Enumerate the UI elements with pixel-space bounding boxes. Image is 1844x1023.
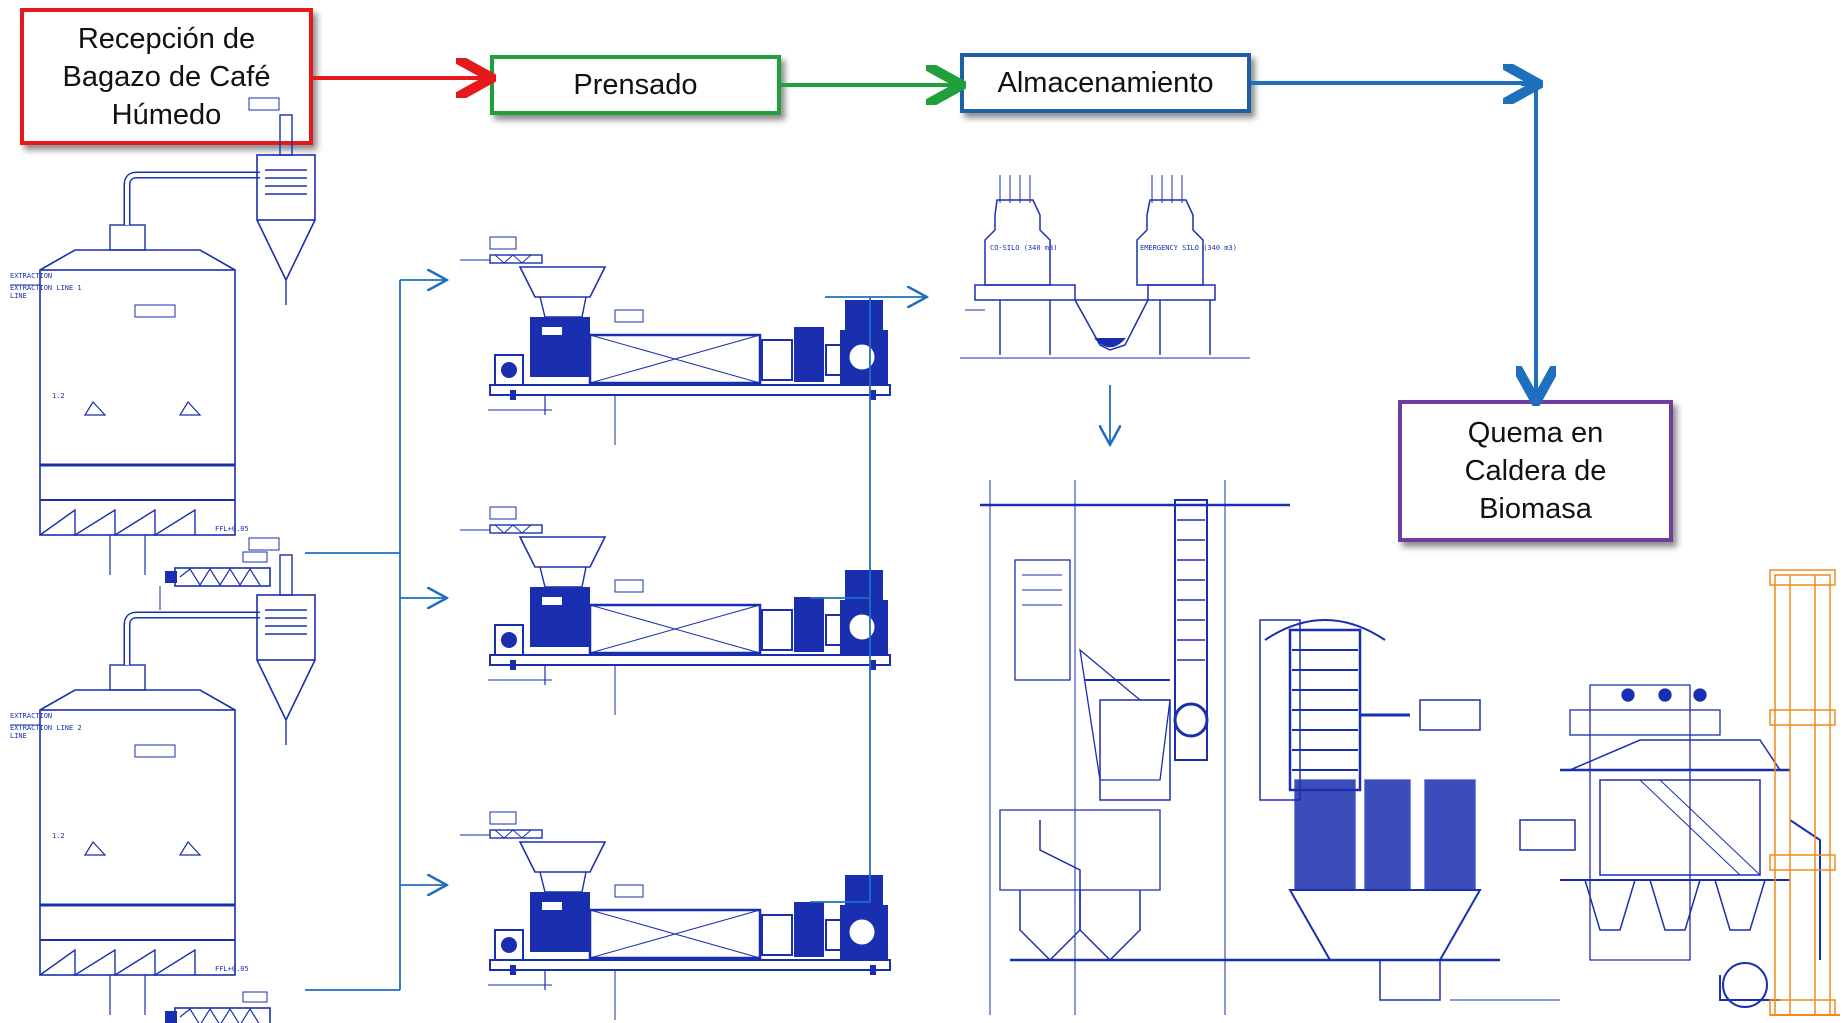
reception-box: Recepción de Bagazo de Café Húmedo: [20, 8, 313, 145]
dryer-to-press-connector: [305, 280, 445, 991]
arrow-storage-to-burning: [1251, 81, 1538, 398]
pressing-label: Prensado: [573, 69, 698, 101]
silo-drawing: [960, 175, 1250, 359]
extraction-line-1-label: EXTRACTION LINE 1: [10, 284, 82, 292]
burning-line-1: Quema en: [1467, 417, 1604, 449]
chimney-drawing: [1769, 569, 1840, 1016]
press-to-silo-connector: [810, 297, 1110, 903]
press-drawing-1: [458, 235, 892, 447]
press-drawing-2: [458, 505, 892, 717]
silo-1-label: CO-SILO (340 m3): [990, 244, 1057, 252]
dryer-drawing-2: [10, 538, 315, 1023]
storage-label: Almacenamiento: [997, 67, 1214, 99]
burning-box: Quema en Caldera de Biomasa: [1398, 400, 1673, 542]
silo-2-label: EMERGENCY SILO (340 m3): [1140, 244, 1237, 252]
reception-line-2: Bagazo de Café: [62, 60, 271, 93]
press-drawing-3: [458, 810, 892, 1022]
boiler-plant-drawing: [980, 480, 1821, 1015]
reception-line-1: Recepción de: [77, 22, 256, 55]
burning-line-3: Biomasa: [1479, 493, 1592, 525]
storage-box: Almacenamiento: [960, 53, 1251, 113]
dryer-drawing-1: [10, 98, 315, 610]
extraction-line-2-label: EXTRACTION LINE 2: [10, 724, 82, 732]
reception-line-3: Húmedo: [111, 98, 222, 131]
burning-line-2: Caldera de: [1464, 455, 1607, 487]
